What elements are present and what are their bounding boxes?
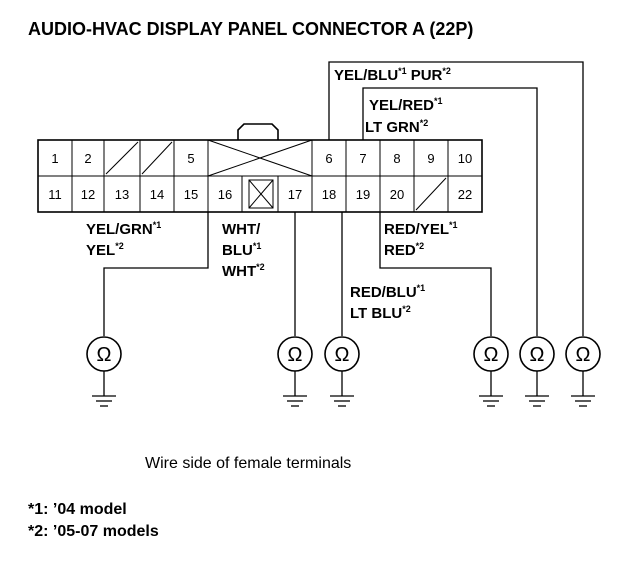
svg-text:RED/BLU*1: RED/BLU*1 (350, 283, 425, 301)
ohm-icon: Ω (576, 344, 591, 366)
wire-label-pin7: YEL/RED*1 LT GRN*2 (365, 96, 443, 136)
footnote-1: *1: ’04 model (28, 501, 127, 518)
top-row-dividers (71, 140, 449, 176)
pin-number: 12 (81, 187, 95, 202)
blocked-cavity-x-b (207, 139, 313, 177)
footnote-2: *2: ’05-07 models (28, 523, 159, 540)
pin-number: 9 (427, 151, 434, 166)
wire-label-pin20: RED/YEL*1 RED*2 (384, 220, 458, 259)
pin-number: 15 (184, 187, 198, 202)
pin-number: 17 (288, 187, 302, 202)
pin-number: 1 (51, 151, 58, 166)
svg-text:WHT/: WHT/ (222, 221, 261, 238)
empty-cavity-3 (105, 141, 139, 175)
ohmmeter-1: Ω (86, 336, 122, 407)
bottom-row-pins: 11 12 13 14 15 16 17 18 19 20 22 (48, 187, 472, 202)
pin-number: 14 (150, 187, 164, 202)
wire-label-pin17: WHT/ BLU*1 WHT*2 (222, 221, 265, 280)
ohm-icon: Ω (530, 344, 545, 366)
svg-text:LT BLU*2: LT BLU*2 (350, 304, 411, 322)
svg-text:WHT*2: WHT*2 (222, 262, 265, 280)
pin-number: 7 (359, 151, 366, 166)
ohm-icon: Ω (484, 344, 499, 366)
svg-text:YEL/RED*1: YEL/RED*1 (369, 96, 443, 114)
ohmmeter-4: Ω (473, 336, 509, 407)
ohm-icon: Ω (97, 344, 112, 366)
svg-text:YEL/GRN*1: YEL/GRN*1 (86, 220, 161, 238)
diagram-title: AUDIO-HVAC DISPLAY PANEL CONNECTOR A (22… (28, 19, 473, 39)
pin-number: 16 (218, 187, 232, 202)
ohmmeter-3: Ω (324, 336, 360, 407)
wire-label-pin15: YEL/GRN*1 YEL*2 (86, 220, 161, 259)
svg-text:RED*2: RED*2 (384, 241, 424, 259)
ohmmeter-2: Ω (277, 336, 313, 407)
caption: Wire side of female terminals (145, 455, 351, 472)
ohmmeter-6: Ω (565, 336, 601, 407)
blocked-cavity-box (248, 179, 274, 209)
pin-number: 8 (393, 151, 400, 166)
ohmmeter-5: Ω (519, 336, 555, 407)
pin-number: 18 (322, 187, 336, 202)
wire-pin15 (103, 212, 209, 336)
wire-pin6 (328, 61, 584, 336)
empty-cavity-4 (141, 141, 173, 175)
pin-number: 2 (84, 151, 91, 166)
empty-cavity-21 (415, 177, 447, 211)
bottom-row-dividers (71, 176, 449, 212)
ohm-icon: Ω (288, 344, 303, 366)
pin-number: 19 (356, 187, 370, 202)
svg-text:LT GRN*2: LT GRN*2 (365, 118, 428, 136)
svg-text:RED/YEL*1: RED/YEL*1 (384, 220, 458, 238)
pin-number: 22 (458, 187, 472, 202)
pin-number: 20 (390, 187, 404, 202)
ohm-icon: Ω (335, 344, 350, 366)
wire-pin20 (379, 212, 492, 336)
svg-text:BLU*1: BLU*1 (222, 241, 261, 259)
wire-pin7 (362, 87, 538, 336)
connector-latch (237, 123, 279, 140)
top-row-pins: 1 2 5 6 7 8 9 10 (51, 151, 472, 166)
pin-number: 13 (115, 187, 129, 202)
pin-number: 10 (458, 151, 472, 166)
wire-label-pin18: RED/BLU*1 LT BLU*2 (350, 283, 425, 322)
pin-number: 11 (48, 187, 62, 202)
svg-text:YEL*2: YEL*2 (86, 241, 124, 259)
pin-number: 6 (325, 151, 332, 166)
pin-number: 5 (187, 151, 194, 166)
